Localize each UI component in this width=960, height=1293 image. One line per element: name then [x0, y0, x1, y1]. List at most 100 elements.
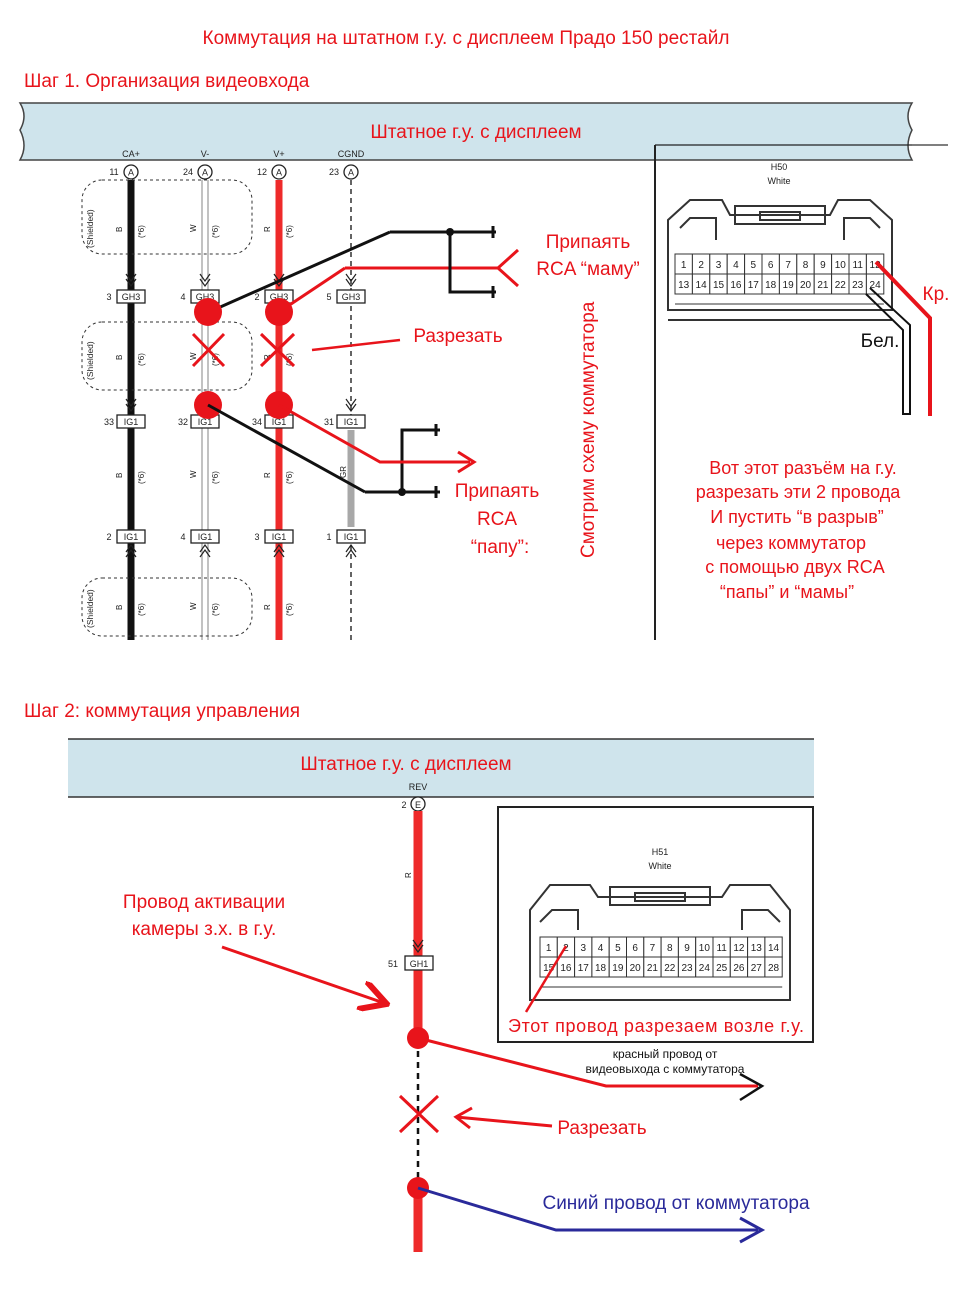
solder-papa-line1: Припаять — [455, 481, 540, 502]
step1-wires — [127, 180, 355, 640]
pin-cell-number: 1 — [681, 260, 687, 271]
wire-gr-label: GR — [339, 466, 348, 478]
pin-circle — [343, 164, 359, 180]
shielded-label: (Shielded) — [85, 589, 95, 628]
pin-cell-number: 11 — [716, 943, 727, 954]
connector-block-label: IG1 — [124, 417, 139, 427]
pin-cell-number: 6 — [632, 943, 638, 954]
connector-block-label: IG1 — [272, 417, 287, 427]
step2-heading: Шаг 2: коммутация управления — [24, 701, 300, 722]
wire-color-letter: W — [189, 224, 198, 232]
pin-cell-number: 16 — [730, 280, 742, 291]
shielded-label: (Shielded) — [85, 209, 95, 248]
wire-kr-label: Кр. — [923, 284, 950, 305]
activation-label: Провод активации камеры з.х. в г.у. — [123, 892, 285, 940]
pin-cell-number: 3 — [716, 260, 722, 271]
red-video-wire — [417, 1036, 758, 1088]
wire-color-letter: R — [263, 604, 272, 610]
wire-note-label: (*6) — [211, 603, 220, 616]
pin-cell-number: 12 — [870, 260, 882, 271]
wire-note-label: (*6) — [285, 353, 294, 366]
activation-line2: камеры з.х. в г.у. — [132, 919, 277, 940]
wire-note-label: (*6) — [137, 471, 146, 484]
pin-cell-number: 18 — [595, 963, 607, 974]
pin-number-label: 23 — [329, 167, 339, 177]
pin-circle — [123, 164, 139, 180]
connector-block-num: 34 — [252, 417, 262, 427]
step1-heading: Шаг 1. Организация видеовхода — [24, 71, 310, 92]
wire-color-letter: R — [263, 354, 272, 360]
gh1-num: 51 — [388, 959, 398, 969]
connector-block-num: 3 — [254, 532, 259, 542]
connector-block-num: 4 — [180, 532, 185, 542]
connector-block-num: 1 — [326, 532, 331, 542]
note-line: с помощью двух RCA — [705, 557, 885, 577]
pin-cell-number: 14 — [696, 280, 708, 291]
connector-arrow — [345, 543, 357, 558]
pin-cell-number: 17 — [578, 963, 590, 974]
red-wire-note: красный провод от видеовыхода с коммутат… — [586, 1047, 745, 1076]
h51-code: H51 — [652, 847, 669, 857]
pin-cell-number: 5 — [615, 943, 621, 954]
pin-cell-number: 5 — [751, 260, 757, 271]
connector-block-label: IG1 — [272, 532, 287, 542]
pin-cell-number: 20 — [630, 963, 642, 974]
wire-note-label: (*6) — [137, 225, 146, 238]
pin-cell-number: 21 — [647, 963, 659, 974]
h50-panel — [654, 144, 912, 640]
page-title: Коммутация на штатном г.у. с дисплеем Пр… — [203, 28, 730, 49]
pin-cell-number: 16 — [560, 963, 572, 974]
pin-connector-letter: A — [128, 168, 134, 178]
pin-number-label: 12 — [257, 167, 267, 177]
connector-arrow — [199, 543, 211, 558]
pin-cell-number: 15 — [713, 280, 725, 291]
gh1-label: GH1 — [410, 959, 429, 969]
pin-circle — [197, 164, 213, 180]
pin-cell-number: 21 — [817, 280, 829, 291]
connector-block-label: GH3 — [342, 292, 361, 302]
pin-cell-number: 4 — [598, 943, 604, 954]
pin-cell-number: 3 — [580, 943, 586, 954]
pin-connector-letter: A — [276, 168, 282, 178]
pin-circle — [271, 164, 287, 180]
rca-papa-wiring — [207, 403, 477, 498]
pin-cell-number: 4 — [733, 260, 739, 271]
pin-cell-number: 10 — [699, 943, 711, 954]
pin-cell-number: 8 — [667, 943, 673, 954]
note-line: через коммутатор — [716, 533, 866, 553]
pin-cell-number: 7 — [650, 943, 656, 954]
note-line: “папы” и “мамы” — [720, 582, 854, 602]
pin-cell-number: 22 — [664, 963, 676, 974]
connector-arrow — [199, 273, 211, 288]
wire-color-letter: B — [115, 605, 124, 610]
connector-block-num: 32 — [178, 417, 188, 427]
pin-cell-number: 10 — [835, 260, 847, 271]
activation-line1: Провод активации — [123, 892, 285, 913]
pin-cell-number: 11 — [853, 260, 864, 271]
note-line: И пустить “в разрыв” — [710, 507, 884, 527]
connector-block-num: 3 — [106, 292, 111, 302]
h51-connector-housing — [529, 884, 791, 1001]
h50-connector-housing — [667, 199, 893, 321]
shielded-labels: (Shielded) (Shielded) (Shielded) — [85, 209, 95, 628]
connector-block — [336, 414, 366, 429]
wire-color-letter: B — [115, 227, 124, 232]
pin-cell-number: 6 — [768, 260, 774, 271]
connector-arrow — [125, 273, 137, 288]
gh1-block — [404, 939, 434, 971]
cut-label-step1: Разрезать — [413, 326, 502, 347]
h51-panel — [497, 806, 814, 1043]
connector-arrow — [345, 273, 357, 288]
h50-note: Вот этот разъём на г.у. разрезать эти 2 … — [696, 458, 902, 602]
step2-head-unit-panel — [68, 738, 814, 798]
connector-block-label: IG1 — [124, 532, 139, 542]
connector-block-num: 31 — [324, 417, 334, 427]
pin-cell-number: 18 — [765, 280, 777, 291]
wire-note-label: (*6) — [137, 353, 146, 366]
red-video-wire-arrow — [739, 1072, 765, 1102]
solder-mama-line1: Припаять — [546, 232, 631, 253]
connector-block — [116, 529, 146, 544]
